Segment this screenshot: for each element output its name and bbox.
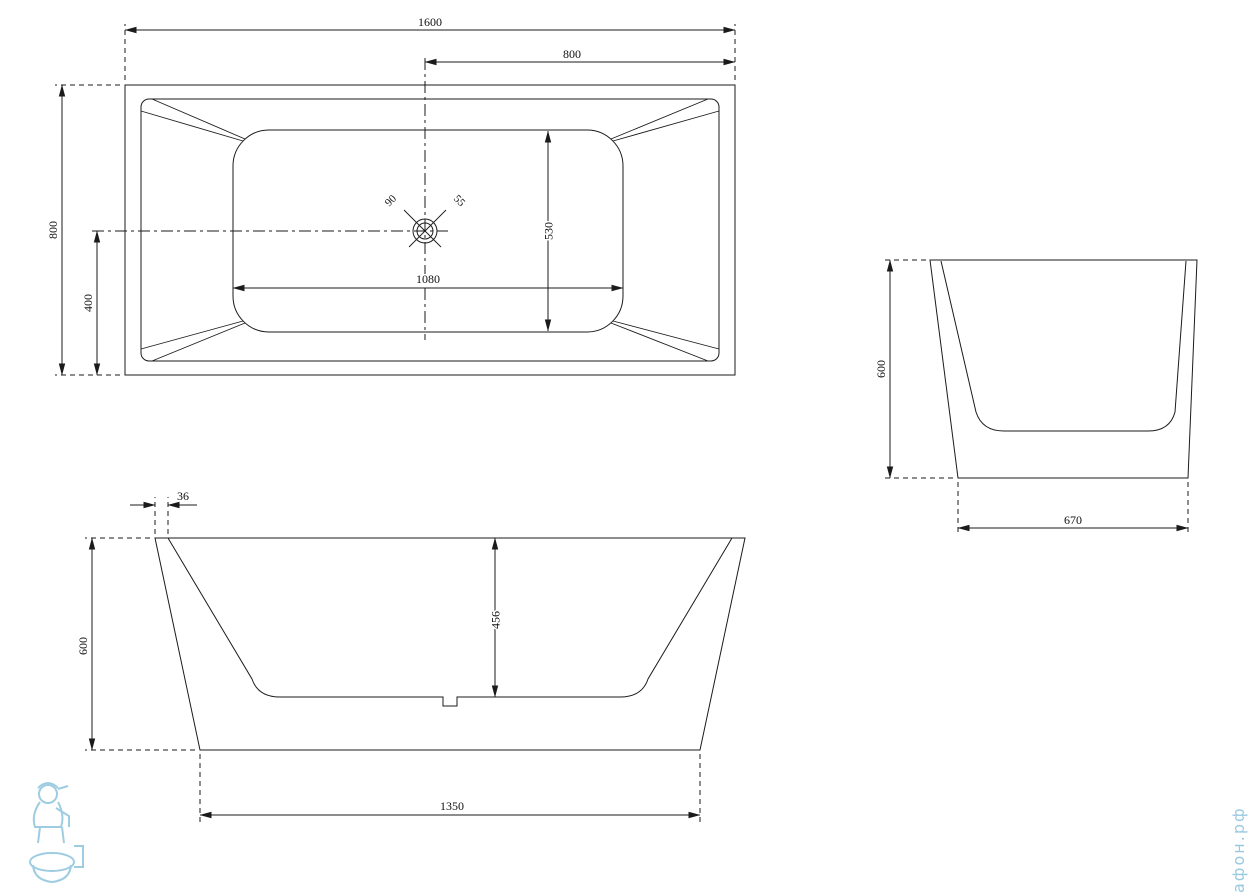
watermark-site-text: афон.рф (1229, 806, 1248, 893)
drain-inner-circle (416, 222, 434, 240)
plumber-head (38, 784, 58, 804)
side-inner-basin-profile (940, 260, 1187, 432)
plumber-legs (37, 826, 65, 844)
tub-basin-bottom (232, 129, 624, 333)
dim-label-400: 400 (81, 294, 95, 312)
drain-symbol (403, 209, 447, 248)
dim-label-side-600: 600 (874, 360, 888, 378)
dim-label-1350: 1350 (440, 799, 464, 813)
dim-overall-length-1600: 1600 (124, 14, 736, 80)
dim-overflow-diameter: 55 (451, 193, 468, 210)
dim-drain-diameter: 90 (383, 192, 400, 209)
dim-side-height-600: 600 (873, 259, 953, 479)
watermark-plumber-logo (29, 782, 84, 884)
dim-label-800-top: 800 (563, 47, 581, 61)
dim-side-bottom-670: 670 (957, 482, 1189, 534)
corner-panel-top-left (140, 98, 246, 142)
drain-cross-line (403, 209, 442, 248)
dim-half-length-800: 800 (424, 46, 736, 66)
tub-rim-inner-edge (140, 98, 720, 362)
plumber-body (32, 801, 64, 828)
plumber-arm (55, 807, 70, 827)
dim-label-456: 456 (489, 611, 503, 629)
side-outline (929, 259, 1198, 479)
toilet-rim (29, 852, 75, 872)
dim-overall-width-800: 800 (45, 84, 120, 376)
dim-inner-depth-456: 456 (487, 537, 504, 698)
front-inner-basin-profile (167, 537, 733, 707)
dim-bottom-length-1350: 1350 (199, 754, 701, 822)
toilet-bowl (32, 864, 72, 884)
dim-label-530: 530 (542, 222, 556, 240)
dim-rim-36: 36 (130, 488, 197, 534)
dim-label-800-left: 800 (46, 221, 60, 239)
drain-cross-line (408, 209, 447, 248)
front-view: 36 600 456 1350 (75, 488, 746, 822)
top-view: 90 55 1600 800 800 400 530 (45, 14, 736, 376)
dim-drain-offset-400: 400 (80, 230, 101, 376)
dim-label-1080: 1080 (416, 272, 440, 286)
tub-outer-edge (124, 84, 736, 376)
drain-outer-circle (412, 218, 438, 244)
side-view: 600 670 (873, 259, 1198, 534)
corner-panel-top-right (610, 98, 720, 142)
dim-label-front-600: 600 (76, 637, 90, 655)
dim-front-height-600: 600 (75, 537, 195, 751)
toilet-tank (74, 845, 84, 868)
dim-label-36: 36 (177, 489, 189, 503)
dim-label-1600: 1600 (418, 15, 442, 29)
dim-label-670: 670 (1064, 513, 1082, 527)
corner-panel-bottom-left (140, 320, 246, 362)
dim-basin-width-530: 530 (540, 130, 557, 332)
dim-basin-length-1080: 1080 (232, 271, 624, 292)
plumber-cap (37, 782, 69, 790)
corner-panel-bottom-right (610, 320, 720, 362)
front-outline (154, 537, 746, 751)
